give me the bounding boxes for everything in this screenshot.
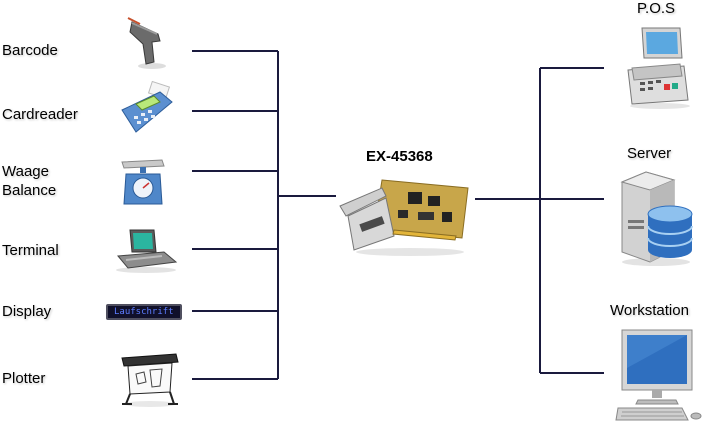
plotter-icon (118, 352, 182, 408)
serial-card-icon (338, 172, 472, 258)
label-terminal: Terminal (2, 242, 59, 259)
label-pos: P.O.S (636, 0, 676, 17)
workstation-computer-icon (615, 328, 702, 424)
label-barcode: Barcode (2, 42, 58, 59)
label-cardreader: Cardreader (2, 106, 78, 123)
card-title: EX-45368 (366, 148, 433, 165)
pos-terminal-icon (622, 24, 692, 110)
label-plotter: Plotter (2, 370, 46, 387)
card-reader-icon (114, 80, 178, 140)
server-database-icon (616, 168, 694, 268)
led-display-icon: Laufschrift (106, 304, 182, 320)
display-screen-text: Laufschrift (114, 307, 174, 317)
label-waage: Waage (2, 163, 49, 180)
terminal-icon (108, 228, 180, 274)
label-workstation: Workstation (610, 302, 689, 319)
label-balance: Balance (2, 182, 57, 199)
weighing-scale-icon (118, 156, 168, 210)
barcode-scanner-icon (126, 14, 176, 70)
label-server: Server (627, 145, 672, 162)
label-display: Display (2, 303, 52, 320)
